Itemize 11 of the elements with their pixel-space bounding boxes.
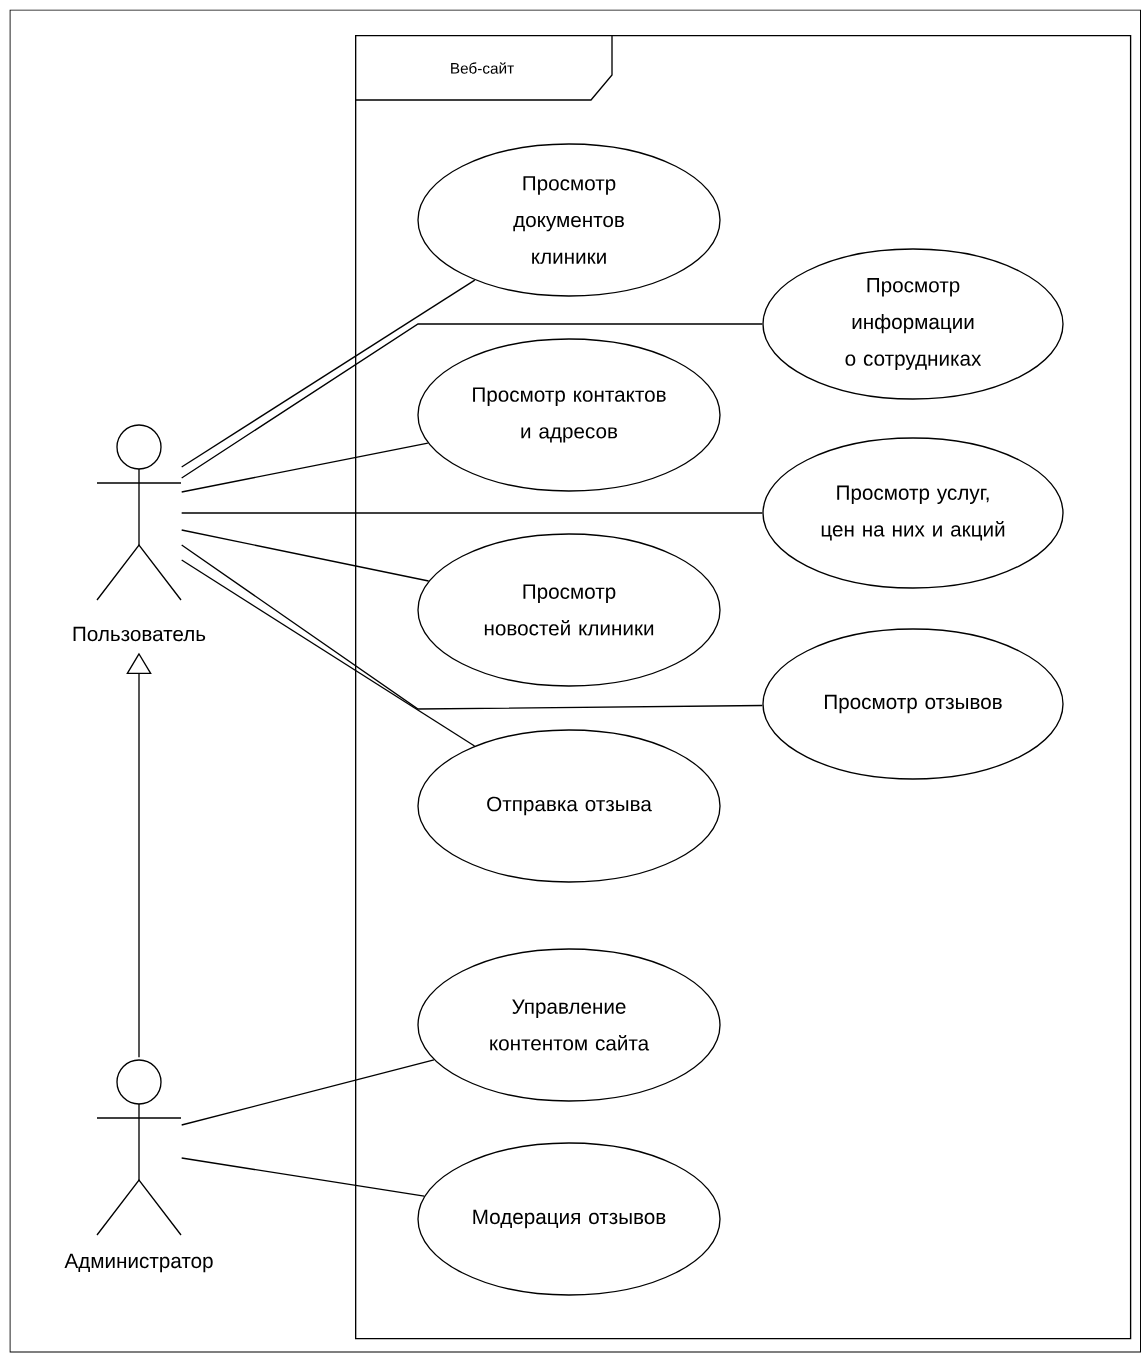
- association-line: [181, 1157, 425, 1197]
- association-line: [181, 559, 476, 747]
- association-line: [181, 442, 429, 493]
- actor-label: Администратор: [64, 1253, 213, 1273]
- association-line: [181, 512, 763, 514]
- association-line: [181, 323, 763, 479]
- association-line: [181, 279, 476, 468]
- association-line: [181, 544, 764, 710]
- actor-label: Пользователь: [73, 626, 206, 642]
- association-line: [181, 1059, 435, 1126]
- association-line: [181, 529, 430, 582]
